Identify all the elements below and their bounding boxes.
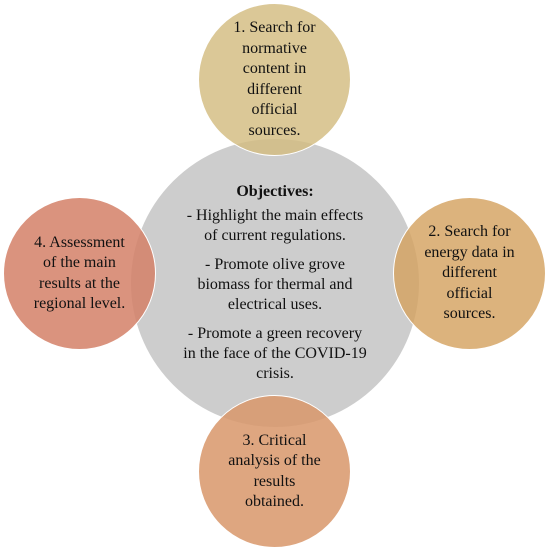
step-4-circle: 4. Assessment of the main results at the… <box>3 197 156 350</box>
step-4-label: 4. Assessment of the main results at the… <box>33 233 126 313</box>
objectives-title: Objectives: <box>236 183 314 200</box>
step-1-label: 1. Search for normative content in diffe… <box>233 19 316 139</box>
step-1-circle: 1. Search for normative content in diffe… <box>198 3 351 156</box>
step-3-circle: 3. Critical analysis of the results obta… <box>198 395 351 548</box>
step-3-label: 3. Critical analysis of the results obta… <box>228 431 321 511</box>
objectives-content: Objectives: - Highlight the main effects… <box>160 182 390 384</box>
step-2-label: 2. Search for energy data in different o… <box>424 223 515 323</box>
objective-item-3: - Promote a green recovery in the face o… <box>183 325 367 382</box>
step-2-circle: 2. Search for energy data in different o… <box>393 197 546 350</box>
objectives-circle: Objectives: - Highlight the main effects… <box>130 138 420 428</box>
objective-item-2: - Promote olive grove biomass for therma… <box>197 256 353 313</box>
objective-item-1: - Highlight the main effects of current … <box>186 207 364 244</box>
